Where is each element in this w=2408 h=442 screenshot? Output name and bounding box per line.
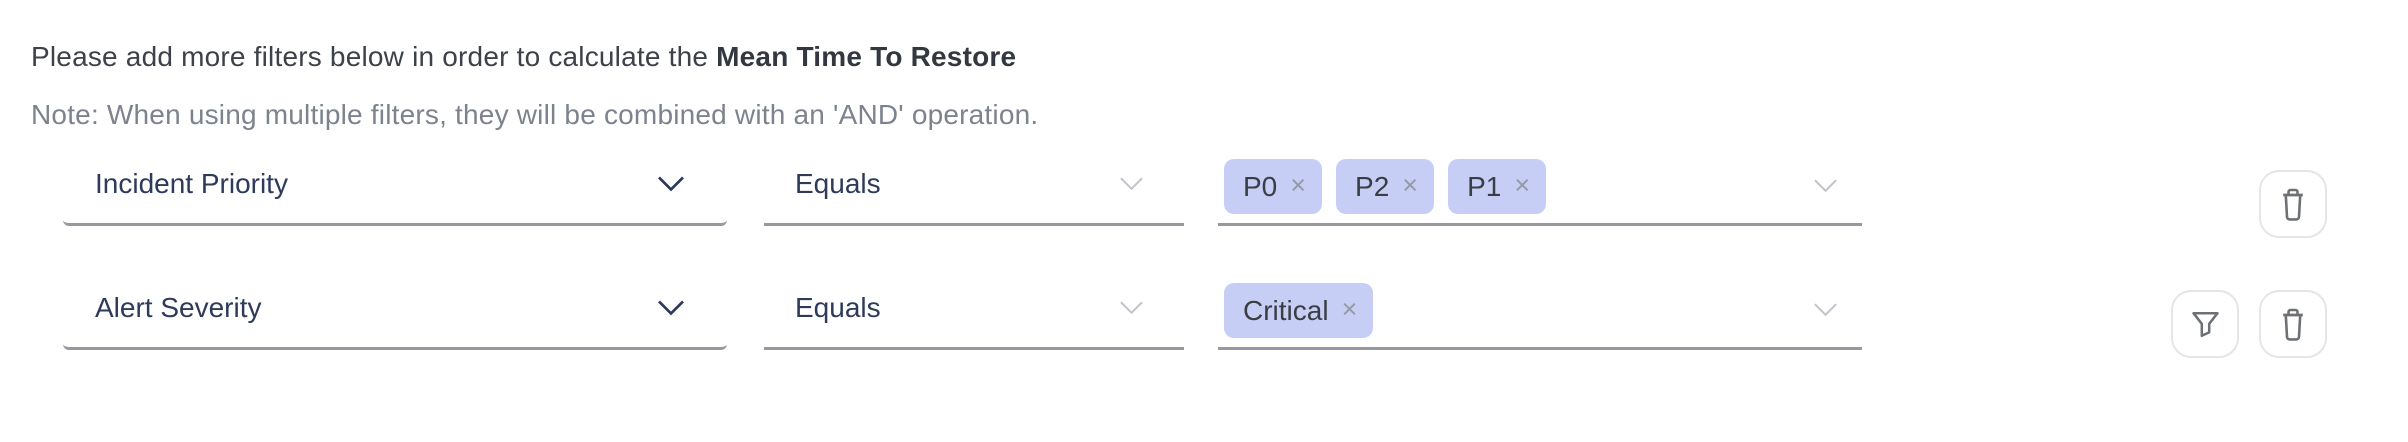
delete-filter-button[interactable] [2259, 290, 2327, 358]
value-tag: P1 × [1448, 159, 1547, 214]
instruction-prefix: Please add more filters below in order t… [31, 41, 717, 72]
delete-filter-button[interactable] [2259, 170, 2327, 238]
filter-values-button[interactable] [2171, 290, 2239, 358]
value-tag: P2 × [1336, 159, 1435, 214]
chevron-down-icon [1814, 179, 1837, 193]
field-select-value: Alert Severity [95, 291, 262, 323]
metric-name: Mean Time To Restore [716, 41, 1017, 72]
funnel-icon [2191, 311, 2219, 337]
values-multiselect[interactable]: Critical × [1218, 272, 1862, 350]
values-multiselect[interactable]: P0 × P2 × P1 × [1218, 148, 1862, 226]
selected-values: P0 × P2 × P1 × [1224, 157, 1547, 214]
field-select[interactable]: Alert Severity [63, 272, 727, 350]
remove-tag-icon[interactable]: × [1290, 170, 1307, 200]
value-tag-label: Critical [1243, 294, 1329, 326]
value-tag-label: P1 [1467, 170, 1502, 202]
value-tag-label: P0 [1243, 170, 1278, 202]
note-text: Note: When using multiple filters, they … [31, 99, 1039, 130]
trash-icon [2283, 188, 2303, 221]
operator-select[interactable]: Equals [764, 272, 1184, 350]
value-tag: P0 × [1224, 159, 1323, 214]
selected-values: Critical × [1224, 281, 1374, 338]
chevron-down-icon [1120, 177, 1143, 191]
remove-tag-icon[interactable]: × [1341, 294, 1358, 324]
chevron-down-icon [658, 176, 684, 192]
operator-select-value: Equals [795, 167, 881, 199]
chevron-down-icon [1814, 303, 1837, 317]
remove-tag-icon[interactable]: × [1514, 170, 1531, 200]
instruction-text: Please add more filters below in order t… [31, 40, 1016, 74]
value-tag: Critical × [1224, 283, 1374, 338]
field-select[interactable]: Incident Priority [63, 148, 727, 226]
remove-tag-icon[interactable]: × [1402, 170, 1419, 200]
filter-row: Incident Priority Equals P0 × P2 × P1 × [0, 148, 2408, 238]
chevron-down-icon [658, 300, 684, 316]
trash-icon [2283, 308, 2303, 341]
value-tag-label: P2 [1355, 170, 1390, 202]
field-select-value: Incident Priority [95, 167, 288, 199]
chevron-down-icon [1120, 301, 1143, 315]
filter-row: Alert Severity Equals Critical × [0, 272, 2408, 358]
operator-select[interactable]: Equals [764, 148, 1184, 226]
operator-select-value: Equals [795, 291, 881, 323]
